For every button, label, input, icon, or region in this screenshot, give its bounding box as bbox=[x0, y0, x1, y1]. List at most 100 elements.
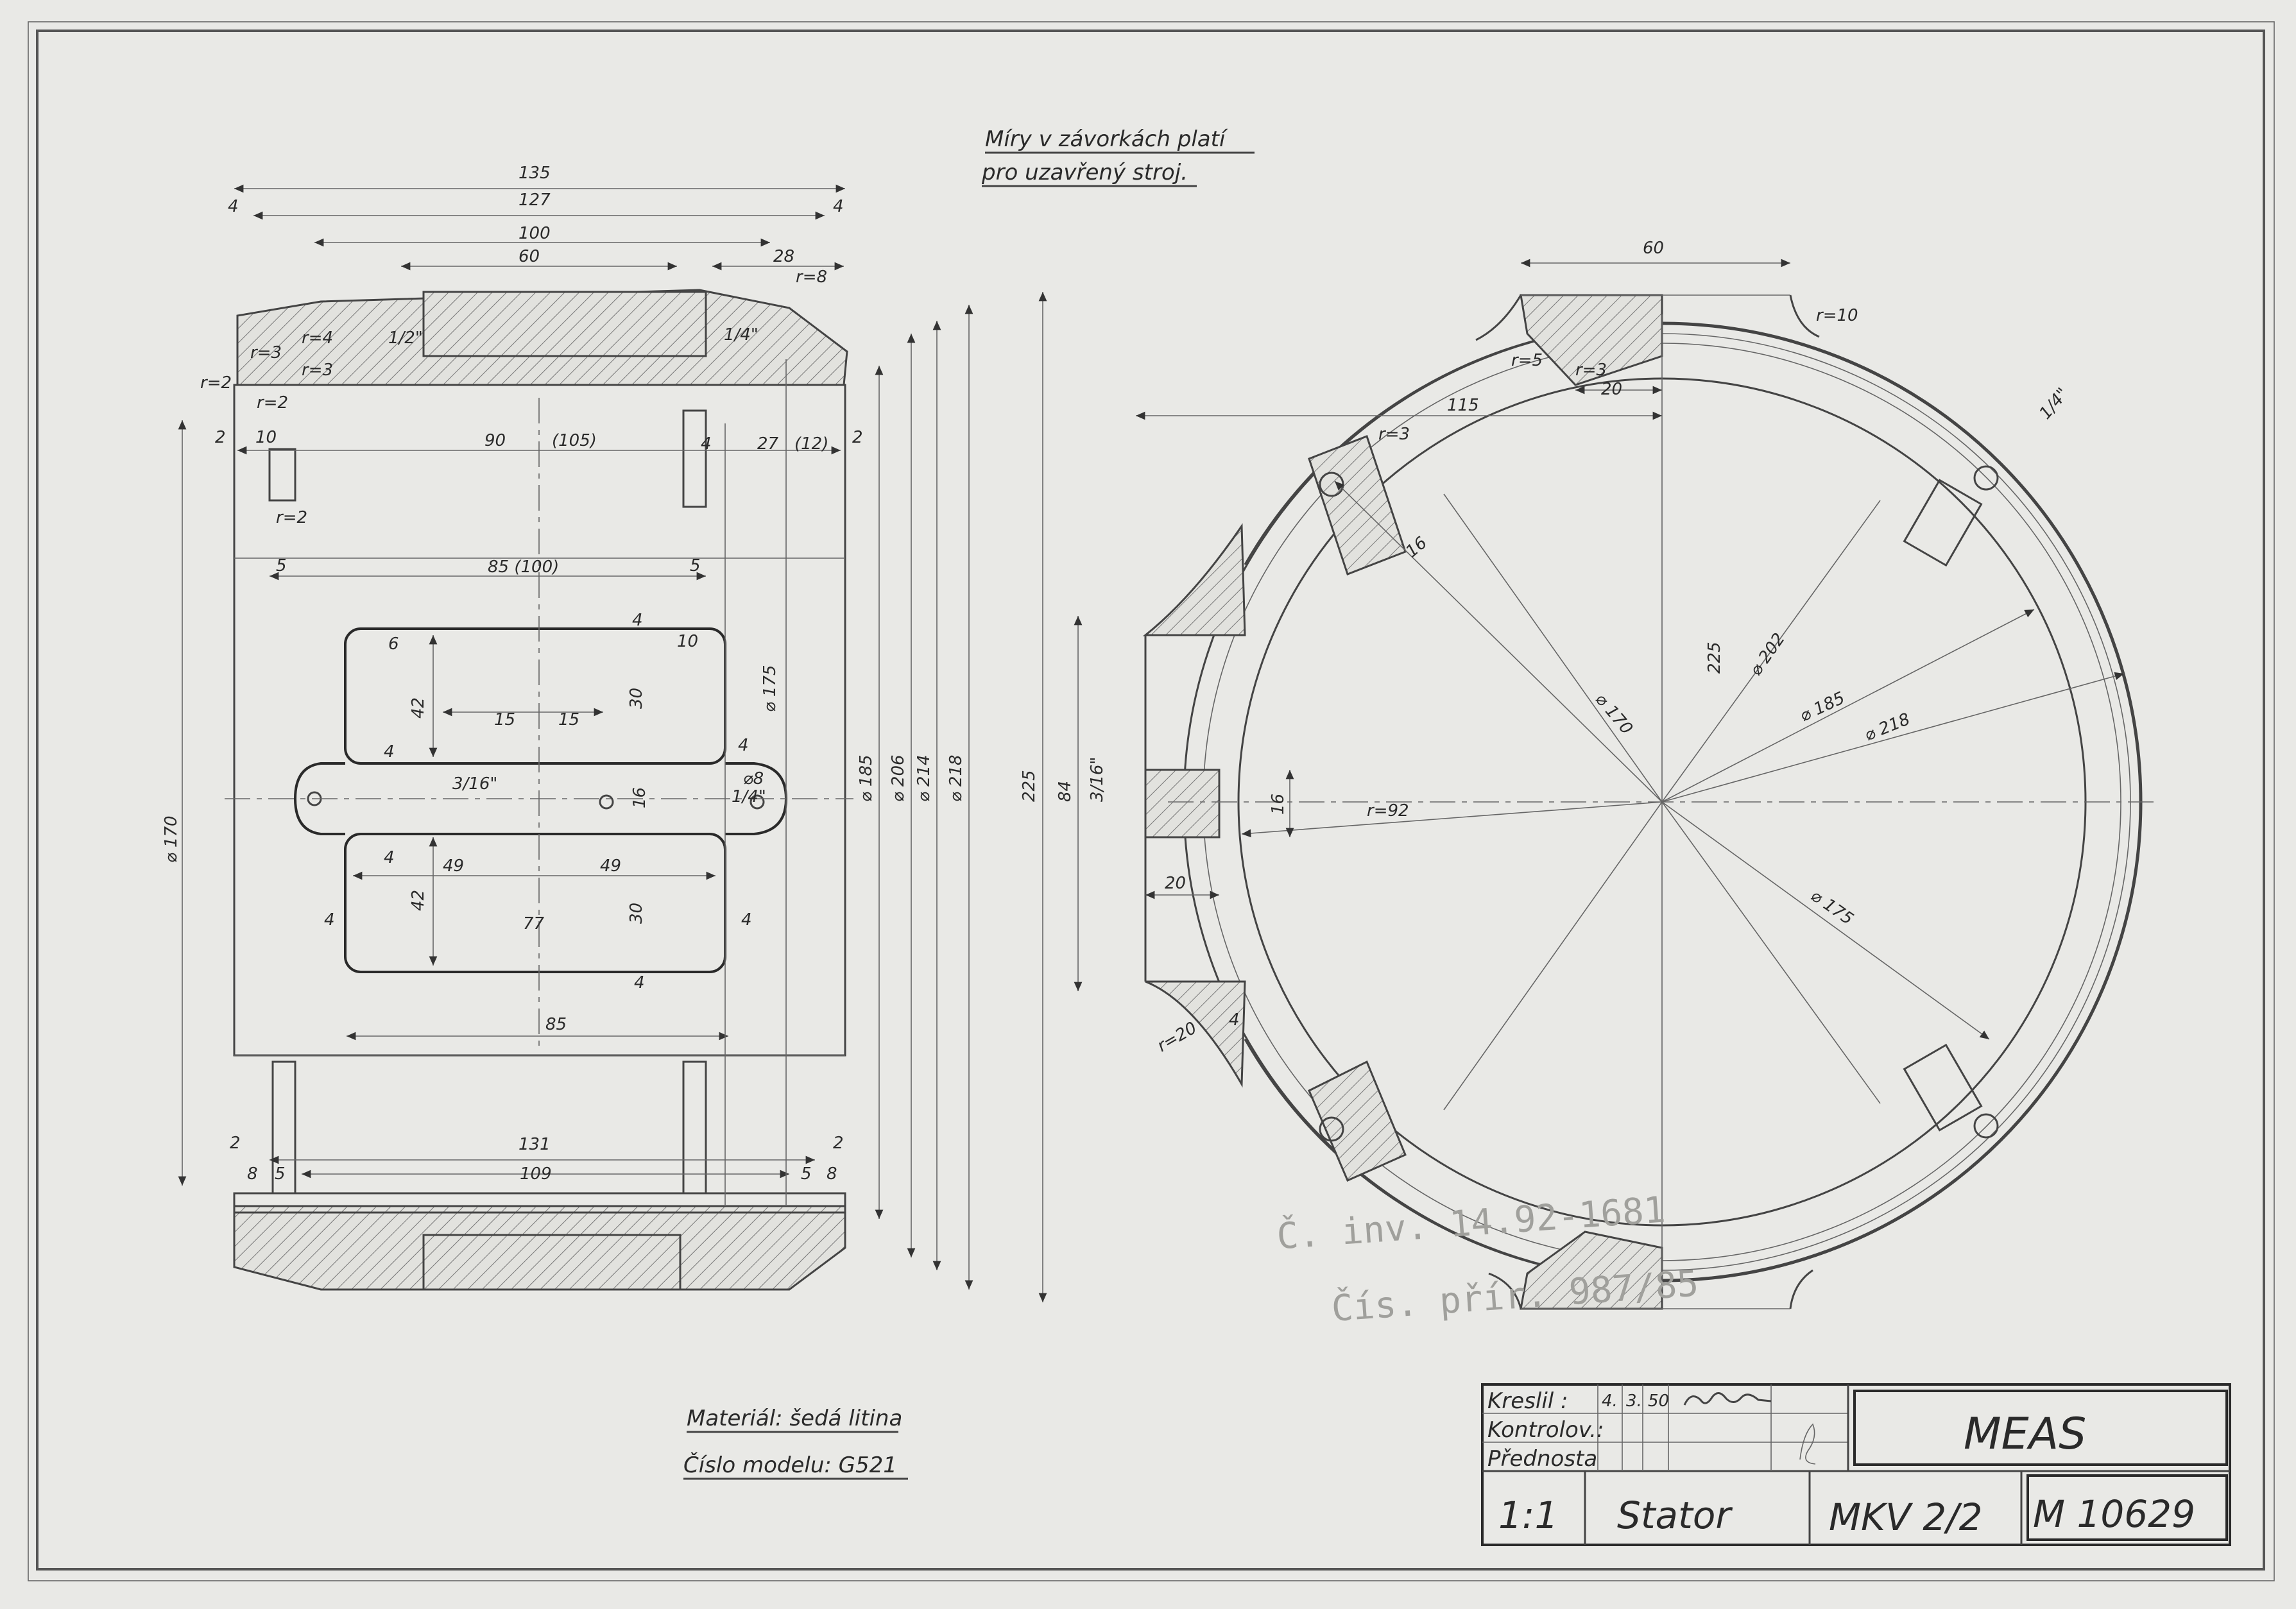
dim-100: 100 bbox=[518, 224, 551, 243]
dim-r4: r=4 bbox=[302, 328, 333, 348]
ev-dim-r92: r=92 bbox=[1367, 801, 1409, 821]
dim-10-corner: 10 bbox=[677, 632, 698, 651]
ev-dim-r5: r=5 bbox=[1511, 351, 1543, 370]
dim-77: 77 bbox=[523, 914, 545, 933]
dim-4-lower-left: 4 bbox=[384, 848, 395, 867]
upper-left-boss bbox=[1308, 435, 1407, 575]
dim-r8: r=8 bbox=[796, 268, 827, 287]
company-name: MEAS bbox=[1964, 1409, 2086, 1460]
dim-half-inch: 1/2" bbox=[388, 328, 423, 348]
dim-109: 109 bbox=[520, 1164, 552, 1184]
dim-85: 85 bbox=[545, 1015, 567, 1034]
drawing-number: M 10629 bbox=[2033, 1492, 2195, 1536]
note-line-2: pro uzavřený stroj. bbox=[981, 160, 1188, 185]
dim-90: 90 bbox=[484, 431, 506, 450]
dim-42-lower: 42 bbox=[409, 890, 428, 911]
dim-28: 28 bbox=[773, 247, 794, 266]
ev-dim-4: 4 bbox=[1229, 1010, 1240, 1030]
dim-dia-8: ⌀8 bbox=[743, 769, 764, 788]
dim-4-side-left: 4 bbox=[324, 910, 335, 930]
ev-dim-r3: r=3 bbox=[1575, 361, 1607, 380]
drawing-frame bbox=[36, 30, 2265, 1571]
dim-dia-214: ⌀ 214 bbox=[914, 754, 934, 802]
dim-dia-218: ⌀ 218 bbox=[947, 754, 966, 802]
dim-27: 27 bbox=[757, 434, 779, 454]
dim-84: 84 bbox=[1056, 781, 1075, 802]
dim-49-left: 49 bbox=[443, 856, 464, 876]
dim-5-bottom-right: 5 bbox=[801, 1164, 812, 1184]
ev-dim-20-b: 20 bbox=[1165, 874, 1186, 893]
dim-r3-b: r=3 bbox=[302, 361, 333, 380]
dim-2-left: 2 bbox=[215, 428, 226, 447]
note-line-1: Míry v závorkách platí bbox=[985, 126, 1228, 152]
chief-label: Přednosta bbox=[1487, 1446, 1597, 1472]
date-day: 4. bbox=[1602, 1392, 1618, 1411]
dim-127: 127 bbox=[518, 191, 551, 210]
title-block: Kreslil : Kontrolov.: Přednosta 4. 3. 50… bbox=[1481, 1383, 2231, 1546]
ev-dim-20: 20 bbox=[1601, 380, 1622, 399]
dim-4-right-a: 4 bbox=[738, 736, 749, 755]
dim-60: 60 bbox=[518, 247, 540, 266]
date-month: 3. bbox=[1626, 1392, 1642, 1411]
machine-type: MKV 2/2 bbox=[1829, 1495, 1983, 1539]
dim-dia-206: ⌀ 206 bbox=[889, 754, 908, 802]
ev-dim-r3-b: r=3 bbox=[1378, 425, 1410, 444]
dim-4-top-right: 4 bbox=[833, 197, 844, 216]
ev-dim-60: 60 bbox=[1643, 239, 1664, 258]
dim-4-window-bottom: 4 bbox=[634, 973, 645, 992]
material-note: Materiál: šedá litina Číslo modelu: G521 bbox=[683, 1406, 908, 1480]
dim-105: (105) bbox=[552, 431, 597, 450]
dim-85-100: 85 (100) bbox=[488, 558, 559, 577]
dim-quarter-inch: 1/4" bbox=[724, 325, 758, 345]
model-number-line: Číslo modelu: G521 bbox=[683, 1452, 897, 1478]
material-line: Materiál: šedá litina bbox=[687, 1406, 902, 1431]
lower-left-boss bbox=[1308, 1060, 1407, 1182]
dim-4-window-top: 4 bbox=[632, 611, 643, 630]
dim-dia-175-side: ⌀ 175 bbox=[760, 665, 780, 712]
dim-4-window-left: 4 bbox=[384, 742, 395, 762]
dim-30-upper: 30 bbox=[627, 688, 646, 709]
ev-dim-225: 225 bbox=[1705, 642, 1724, 674]
dim-2-bottom-right: 2 bbox=[833, 1134, 844, 1153]
dim-4-top-left: 4 bbox=[228, 197, 239, 216]
drawn-by-label: Kreslil : bbox=[1487, 1388, 1568, 1414]
dim-r2-a: r=2 bbox=[200, 373, 232, 393]
dim-5-right: 5 bbox=[690, 556, 701, 575]
dim-r2-b: r=2 bbox=[257, 393, 288, 413]
dim-5-bottom-left: 5 bbox=[275, 1164, 286, 1184]
dim-30-lower: 30 bbox=[627, 903, 646, 924]
terminal-boss bbox=[1144, 769, 1221, 839]
dim-131: 131 bbox=[518, 1135, 551, 1154]
dim-10: 10 bbox=[255, 428, 277, 447]
dim-6: 6 bbox=[388, 634, 399, 654]
dim-quarter-inch-2: 1/4" bbox=[732, 787, 766, 806]
drawer-signature bbox=[1683, 1392, 1772, 1406]
dim-4-side-right: 4 bbox=[741, 910, 752, 930]
ev-dim-115: 115 bbox=[1447, 396, 1479, 415]
date-year: 50 bbox=[1648, 1392, 1669, 1411]
dimension-note: Míry v závorkách platí pro uzavřený stro… bbox=[981, 126, 1255, 187]
dim-15-left: 15 bbox=[494, 710, 515, 729]
dim-5-left: 5 bbox=[276, 556, 287, 575]
dim-42-upper: 42 bbox=[409, 697, 428, 719]
dim-three-sixteenths: 3/16" bbox=[452, 774, 497, 794]
scale: 1:1 bbox=[1498, 1494, 1558, 1537]
dim-12: (12) bbox=[794, 434, 828, 454]
side-view: 135 127 100 60 28 4 4 r=8 r=3 r=4 r=3 1/… bbox=[162, 164, 1107, 1302]
dim-225-side: 225 bbox=[1020, 770, 1039, 802]
dim-8-right: 8 bbox=[827, 1164, 837, 1184]
dim-dia-185: ⌀ 185 bbox=[857, 754, 876, 802]
dim-2-right: 2 bbox=[852, 428, 863, 447]
dim-49-right: 49 bbox=[600, 856, 621, 876]
end-view: 60 r=10 r=5 r=3 20 115 r=3 1/4" 16 225 ⌀… bbox=[1136, 239, 2156, 1310]
dim-4-mid: 4 bbox=[701, 434, 712, 454]
dim-r2-c: r=2 bbox=[276, 508, 307, 527]
dim-16-side: 16 bbox=[630, 787, 649, 808]
ev-dim-r10: r=10 bbox=[1816, 306, 1858, 325]
dim-three-sixteenths-2: 3/16" bbox=[1088, 757, 1107, 802]
checked-by-label: Kontrolov.: bbox=[1487, 1417, 1604, 1443]
dim-dia-170-side: ⌀ 170 bbox=[162, 815, 181, 863]
dim-8-left: 8 bbox=[247, 1164, 258, 1184]
checker-signature bbox=[1799, 1423, 1816, 1465]
